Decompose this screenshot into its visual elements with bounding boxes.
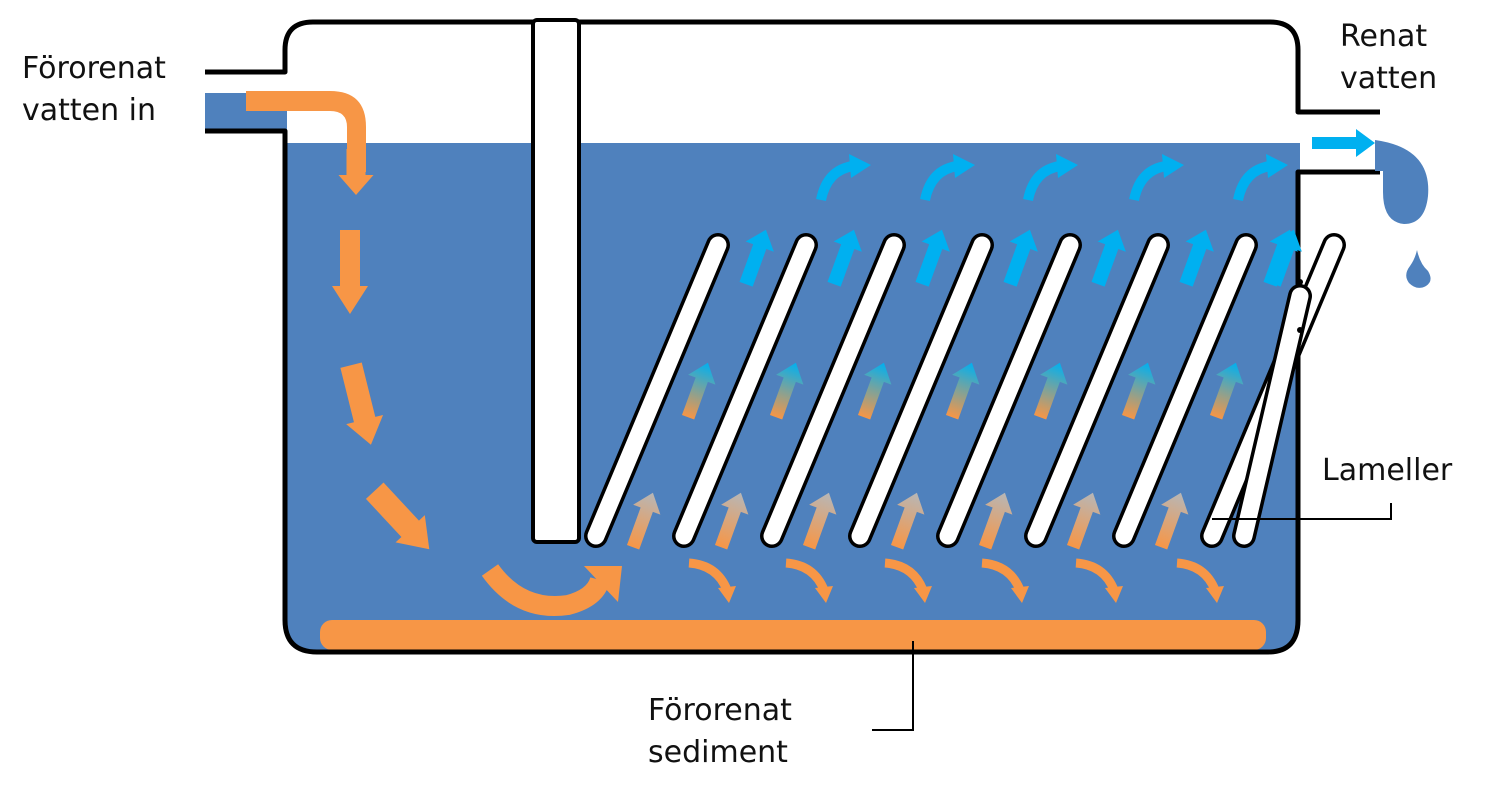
rising-flow-arrow — [1121, 362, 1156, 420]
lamella-plate — [763, 236, 903, 545]
inlet-flow-arrow — [246, 91, 366, 172]
lamella-plate — [1235, 287, 1309, 545]
sediment-leader-line — [872, 641, 914, 731]
rising-flow-arrow — [857, 362, 892, 420]
sediment-label: Förorenat sediment — [648, 690, 792, 774]
surface-flow-arrowhead — [953, 154, 975, 178]
polluted-flow-arrow — [340, 362, 384, 445]
lamellae-label: Lameller — [1322, 453, 1453, 488]
rising-flow-arrow — [1154, 492, 1189, 550]
surface-flow-arrowhead — [1162, 154, 1184, 178]
inlet-label-line-2: vatten in — [22, 93, 157, 128]
polluted-flow-arrow — [338, 149, 374, 195]
lamella-plate — [1027, 236, 1167, 545]
lamella-plate — [851, 236, 991, 545]
settling-flow-arrow — [1176, 558, 1220, 592]
settling-flow-arrow — [981, 558, 1025, 592]
water-body — [285, 143, 1300, 652]
clean-flow-arrow — [1263, 229, 1298, 287]
settling-flow-arrow — [884, 558, 928, 592]
rising-flow-arrow — [890, 492, 925, 550]
rising-flow-arrow — [714, 492, 749, 550]
settling-flow-arrow — [785, 558, 829, 592]
outlet-label-line-2: vatten — [1340, 61, 1438, 96]
settling-flow-arrowhead — [914, 586, 932, 603]
clean-flow-arrow — [1179, 229, 1214, 287]
surface-flow-arrowhead — [1266, 154, 1288, 178]
sediment-label-line-1: Förorenat — [648, 693, 792, 728]
sediment-label-line-2: sediment — [648, 735, 788, 770]
outlet-label-line-1: Renat — [1340, 19, 1428, 54]
inlet-label: Förorenat vatten in — [22, 48, 166, 132]
lamella-plate — [939, 236, 1079, 545]
surface-flow-arrow — [816, 161, 855, 202]
surface-flow-arrowhead — [849, 154, 871, 178]
rising-flow-arrow — [1033, 362, 1068, 420]
clean-flow-arrow — [915, 229, 950, 287]
lamellae-leader-line — [1212, 503, 1392, 520]
rising-flow-arrow — [1066, 492, 1101, 550]
lamella-plate — [587, 236, 727, 545]
lamella-edge-dot — [1297, 327, 1303, 333]
surface-flow-arrowhead — [1056, 154, 1078, 178]
surface-flow-arrow — [1129, 161, 1168, 202]
settling-flow-arrowhead — [718, 586, 736, 603]
flow-arrows — [332, 149, 1302, 616]
rising-flow-arrow — [945, 362, 980, 420]
polluted-flow-arrow — [332, 230, 368, 314]
rising-flow-arrow — [769, 362, 804, 420]
surface-flow-arrow — [1233, 161, 1272, 202]
lamella-edge-dot — [1297, 279, 1303, 285]
clean-flow-arrow — [827, 229, 862, 287]
rising-flow-arrow — [626, 492, 661, 550]
tank-outline — [205, 19, 1380, 115]
water-drop-icon — [1406, 250, 1431, 288]
sediment-layer — [320, 620, 1266, 650]
inlet-baffle — [531, 18, 581, 544]
settling-flow-arrow — [1075, 558, 1119, 592]
baffle-turn-flow-arrow — [481, 563, 610, 616]
inlet-label-line-1: Förorenat — [22, 51, 166, 86]
settling-flow-arrowhead — [1206, 586, 1224, 603]
outlet-arrow — [1312, 129, 1375, 157]
lamella-plate — [1115, 236, 1255, 545]
clean-flow-arrow — [739, 229, 774, 287]
polluted-flow-arrow — [365, 482, 430, 550]
lamella-plates — [584, 233, 1346, 548]
clean-flow-arrow — [1091, 229, 1126, 287]
rising-flow-arrow — [978, 492, 1013, 550]
lamella-plate — [675, 236, 815, 545]
surface-flow-arrow — [920, 161, 959, 202]
settling-flow-arrow — [688, 558, 732, 592]
surface-flow-arrow — [1023, 161, 1062, 202]
baffle-turn-flow-arrowhead — [584, 566, 622, 602]
tank-outline-lower — [205, 128, 1380, 655]
rising-flow-arrow — [681, 362, 716, 420]
settling-flow-arrowhead — [815, 586, 833, 603]
outlet-label: Renat vatten — [1340, 16, 1437, 100]
rising-flow-arrow — [1209, 362, 1244, 420]
clean-flow-arrow — [1003, 229, 1038, 287]
rising-flow-arrow — [802, 492, 837, 550]
outlet-stream — [1375, 140, 1429, 224]
settling-flow-arrowhead — [1105, 586, 1123, 603]
settling-flow-arrowhead — [1011, 586, 1029, 603]
